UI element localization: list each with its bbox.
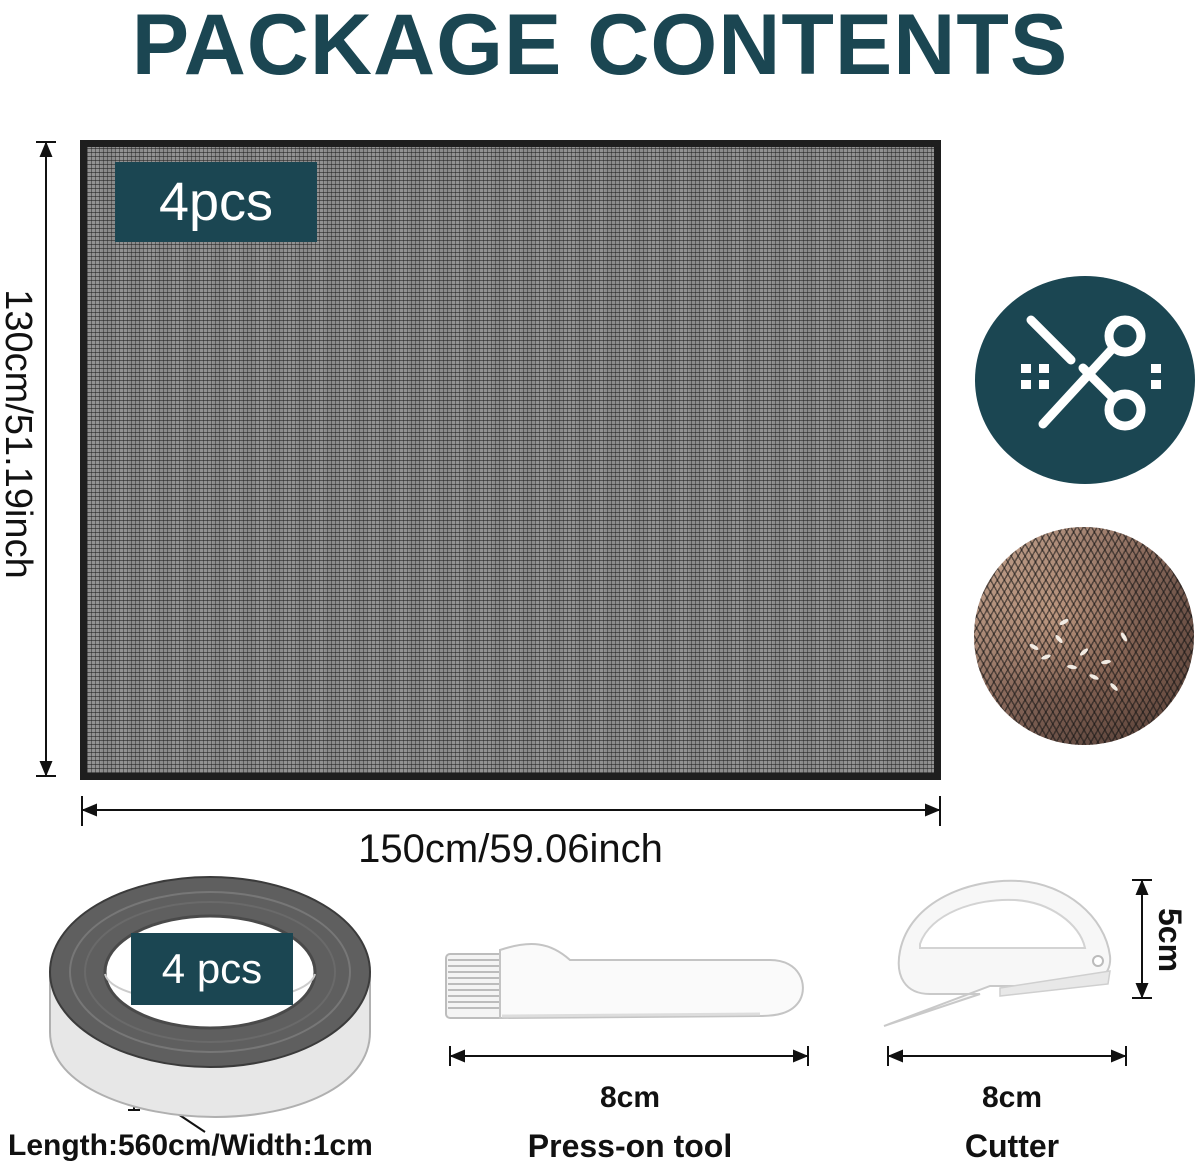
cutter-image <box>883 879 1112 1027</box>
screen-width-label: 150cm/59.06inch <box>358 827 663 871</box>
press-on-tool-image <box>445 943 804 1020</box>
screen-quantity-badge: 4pcs <box>115 162 317 242</box>
screen-mesh-sheet <box>80 140 941 780</box>
cutter-label: Cutter <box>964 1128 1060 1164</box>
press-tool-dimension-line <box>449 1046 809 1066</box>
mesh-closeup-image <box>974 527 1194 745</box>
cutter-height-label: 5cm <box>1152 907 1188 973</box>
press-tool-label: Press-on tool <box>527 1128 733 1164</box>
height-dimension-line <box>36 141 56 777</box>
cutter-size-label: 8cm <box>981 1081 1043 1114</box>
page-title: PACKAGE CONTENTS <box>131 0 1069 93</box>
tape-size-label: Length:560cm/Width:1cm <box>8 1129 373 1162</box>
press-tool-size-label: 8cm <box>599 1081 661 1114</box>
screen-height-label: 130cm/51.19inch <box>0 289 39 579</box>
scissors-cut-icon <box>975 276 1195 484</box>
width-dimension-line <box>81 796 941 826</box>
tape-quantity-badge: 4 pcs <box>131 933 293 1005</box>
rice-grains <box>1029 618 1128 691</box>
cutter-dimension-line <box>887 1046 1127 1066</box>
cutter-height-dimension-line <box>1132 879 1152 999</box>
mesh-overlay <box>974 527 1194 745</box>
